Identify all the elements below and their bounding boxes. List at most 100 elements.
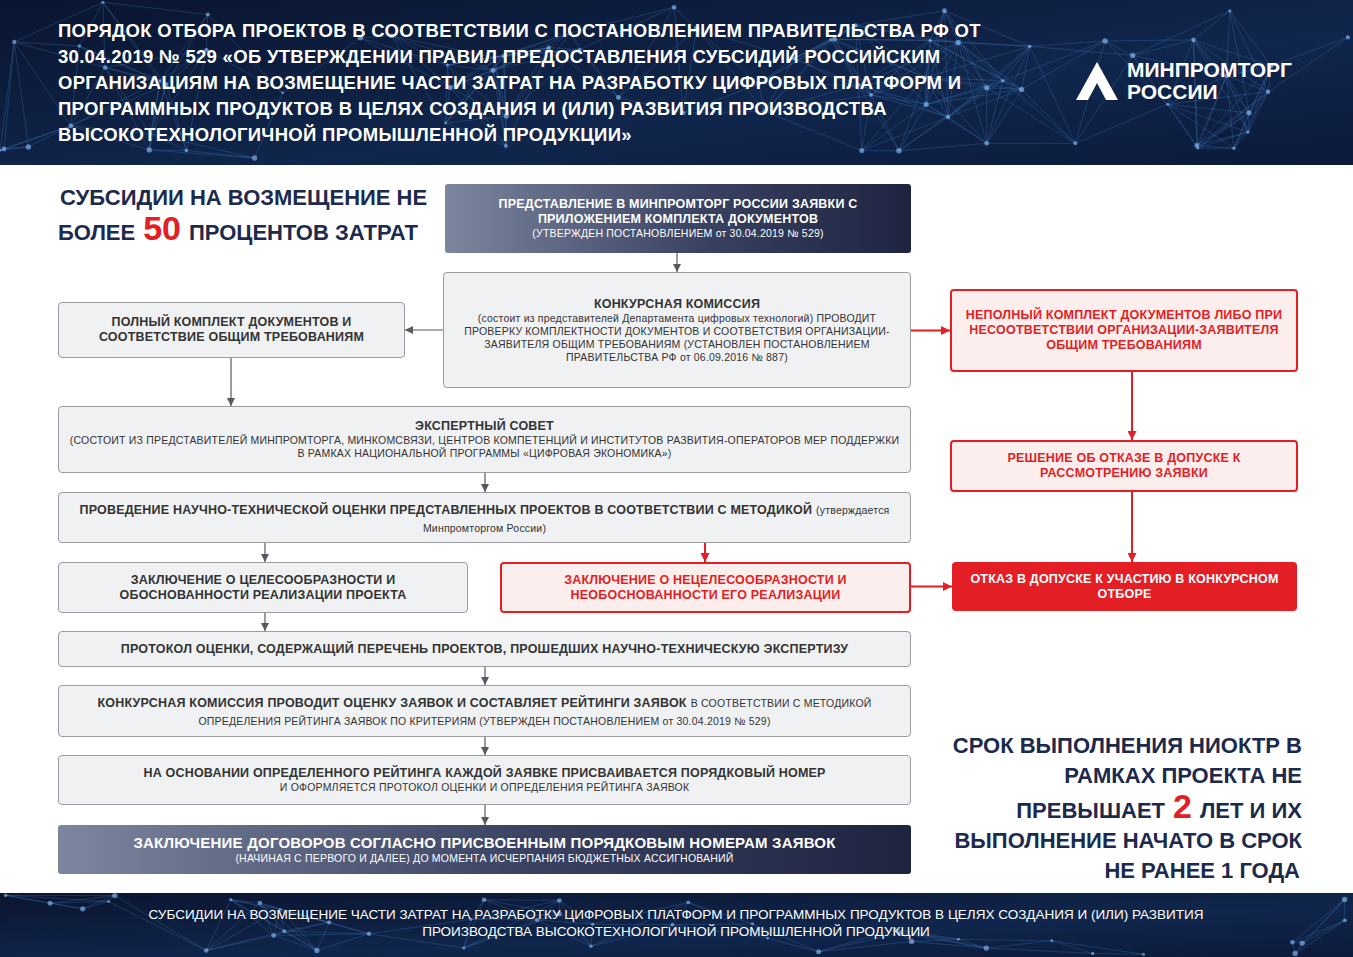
box-heading: ПРОВЕДЕНИЕ НАУЧНО-ТЕХНИЧЕСКОЙ ОЦЕНКИ ПРЕ… bbox=[79, 503, 812, 517]
network-line bbox=[149, 150, 254, 158]
network-dot bbox=[282, 929, 286, 933]
network-line bbox=[1193, 11, 1229, 40]
refusal-box: ОТКАЗ В ДОПУСКЕ К УЧАСТИЮ В КОНКУРСНОМ О… bbox=[952, 562, 1297, 611]
logo-symbol bbox=[1076, 62, 1118, 100]
network-dot bbox=[0, 149, 2, 152]
network-line bbox=[1133, 40, 1194, 56]
network-dot bbox=[859, 148, 864, 153]
commission-box: КОНКУРСНАЯ КОМИССИЯ(состоит из представи… bbox=[443, 272, 911, 388]
network-dot bbox=[314, 948, 319, 953]
header-band bbox=[0, 0, 1353, 165]
network-line bbox=[4, 42, 14, 149]
network-line bbox=[1003, 41, 1105, 81]
box-note: (СОСТОИТ ИЗ ПРЕДСТАВИТЕЛЕЙ МИНПРОМТОРГА,… bbox=[69, 434, 900, 460]
box-heading: КОНКУРСНАЯ КОМИССИЯ bbox=[454, 297, 900, 312]
network-line bbox=[103, 2, 208, 14]
network-line bbox=[1344, 900, 1345, 921]
network-dot bbox=[672, 5, 677, 10]
network-line bbox=[1198, 148, 1234, 149]
network-dot bbox=[1194, 143, 1199, 148]
network-dot bbox=[258, 901, 263, 906]
network-dot bbox=[112, 893, 117, 898]
network-line bbox=[83, 896, 115, 909]
footer-caption: СУБСИДИИ НА ВОЗМЕЩЕНИЕ ЧАСТИ ЗАТРАТ НА Р… bbox=[126, 906, 1226, 940]
network-dot bbox=[1290, 940, 1294, 944]
node-text-group: ЗАКЛЮЧЕНИЕ О ЦЕЛЕСООБРАЗНОСТИ И ОБОСНОВА… bbox=[69, 573, 457, 603]
page-title: ПОРЯДОК ОТБОРА ПРОЕКТОВ В СООТВЕТСТВИИ С… bbox=[58, 18, 1058, 148]
network-line bbox=[862, 117, 948, 150]
network-line bbox=[948, 117, 987, 143]
network-dot bbox=[1292, 951, 1297, 956]
box-heading: ЗАКЛЮЧЕНИЕ ДОГОВОРОВ СОГЛАСНО ПРИСВОЕННЫ… bbox=[68, 834, 901, 852]
numbering-box: НА ОСНОВАНИИ ОПРЕДЕЛЕННОГО РЕЙТИНГА КАЖД… bbox=[58, 755, 911, 805]
node-text-group: ЗАКЛЮЧЕНИЕ ДОГОВОРОВ СОГЛАСНО ПРИСВОЕННЫ… bbox=[68, 834, 901, 865]
node-text-group: КОНКУРСНАЯ КОМИССИЯ ПРОВОДИТ ОЦЕНКУ ЗАЯВ… bbox=[69, 693, 900, 729]
network-line bbox=[14, 42, 79, 46]
box-heading: НЕПОЛНЫЙ КОМПЛЕКТ ДОКУМЕНТОВ ЛИБО ПРИ НЕ… bbox=[962, 308, 1286, 353]
network-dot bbox=[1102, 38, 1108, 44]
network-line bbox=[899, 117, 948, 151]
network-dot bbox=[1028, 45, 1031, 48]
network-dot bbox=[557, 898, 562, 903]
node-text-group: ПОЛНЫЙ КОМПЛЕКТ ДОКУМЕНТОВ И СООТВЕТСТВИ… bbox=[69, 315, 394, 345]
network-line bbox=[1292, 900, 1344, 943]
network-dot bbox=[909, 939, 914, 944]
network-line bbox=[1075, 104, 1167, 143]
flow-arrow bbox=[405, 329, 443, 330]
network-dot bbox=[367, 932, 371, 936]
submission-box: ПРЕДСТАВЛЕНИЕ В МИНПРОМТОРГ РОССИИ ЗАЯВК… bbox=[445, 184, 911, 253]
protocol-box: ПРОТОКОЛ ОЦЕНКИ, СОДЕРЖАЩИЙ ПЕРЕЧЕНЬ ПРО… bbox=[58, 631, 911, 667]
network-dot bbox=[589, 945, 593, 949]
node-text-group: НЕПОЛНЫЙ КОМПЛЕКТ ДОКУМЕНТОВ ЛИБО ПРИ НЕ… bbox=[962, 308, 1286, 353]
network-dot bbox=[1343, 918, 1347, 922]
negative-conclusion-box: ЗАКЛЮЧЕНИЕ О НЕЦЕЛЕСООБРАЗНОСТИ И НЕОБОС… bbox=[500, 562, 911, 613]
network-line bbox=[1168, 104, 1249, 113]
network-dot bbox=[1130, 53, 1135, 58]
highlight-number: 50 bbox=[143, 209, 181, 247]
node-text-group: ЭКСПЕРТНЫЙ СОВЕТ(СОСТОИТ ИЗ ПРЕДСТАВИТЕЛ… bbox=[69, 419, 900, 460]
flow-arrow bbox=[911, 586, 952, 588]
network-line bbox=[986, 948, 1092, 953]
network-dot bbox=[26, 144, 31, 149]
network-dot bbox=[1232, 147, 1235, 150]
network-dot bbox=[206, 12, 210, 16]
network-line bbox=[284, 931, 369, 934]
network-line bbox=[948, 89, 1022, 117]
network-dot bbox=[1191, 38, 1196, 43]
node-text-group: НА ОСНОВАНИИ ОПРЕДЕЛЕННОГО РЕЙТИНГА КАЖД… bbox=[69, 766, 900, 794]
network-line bbox=[317, 934, 369, 951]
box-heading: РЕШЕНИЕ ОБ ОТКАЗЕ В ДОПУСКЕ К РАССМОТРЕН… bbox=[962, 451, 1286, 481]
flow-arrow bbox=[484, 805, 485, 825]
network-dot bbox=[942, 8, 947, 13]
network-dot bbox=[229, 898, 232, 901]
network-dot bbox=[2, 147, 7, 152]
network-dot bbox=[271, 933, 276, 938]
box-heading: ПРЕДСТАВЛЕНИЕ В МИНПРОМТОРГ РОССИИ ЗАЯВК… bbox=[455, 197, 901, 227]
network-dot bbox=[185, 149, 189, 153]
network-dot bbox=[686, 900, 690, 904]
flow-arrow bbox=[264, 543, 265, 562]
box-note: (УТВЕРЖДЕН ПОСТАНОВЛЕНИЕМ от 30.04.2019 … bbox=[455, 227, 901, 240]
network-line bbox=[987, 46, 1030, 143]
network-line bbox=[83, 901, 109, 908]
node-text-group: ОТКАЗ В ДОПУСКЕ К УЧАСТИЮ В КОНКУРСНОМ О… bbox=[962, 572, 1287, 602]
expert-box: ЭКСПЕРТНЫЙ СОВЕТ(СОСТОИТ ИЗ ПРЕДСТАВИТЕЛ… bbox=[58, 406, 911, 473]
network-line bbox=[958, 939, 1051, 941]
flow-arrow bbox=[704, 543, 706, 562]
network-line bbox=[930, 40, 1030, 46]
note-text: ПРОЦЕНТОВ ЗАТРАТ bbox=[189, 220, 418, 245]
complete-box: ПОЛНЫЙ КОМПЛЕКТ ДОКУМЕНТОВ И СООТВЕТСТВИ… bbox=[58, 302, 405, 358]
network-dot bbox=[946, 115, 950, 119]
flow-arrow bbox=[484, 473, 485, 492]
box-heading: ЗАКЛЮЧЕНИЕ О ЦЕЛЕСООБРАЗНОСТИ И ОБОСНОВА… bbox=[69, 573, 457, 603]
network-line bbox=[1075, 55, 1132, 143]
box-heading: ПРОТОКОЛ ОЦЕНКИ, СОДЕРЖАЩИЙ ПЕРЕЧЕНЬ ПРО… bbox=[69, 642, 900, 657]
network-line bbox=[1030, 46, 1075, 143]
node-text-group: РЕШЕНИЕ ОБ ОТКАЗЕ В ДОПУСКЕ К РАССМОТРЕН… bbox=[962, 451, 1286, 481]
box-heading: ЗАКЛЮЧЕНИЕ О НЕЦЕЛЕСООБРАЗНОСТИ И НЕОБОС… bbox=[512, 573, 899, 603]
network-dot bbox=[1346, 35, 1350, 39]
flow-arrow bbox=[230, 358, 231, 406]
flow-arrow bbox=[484, 737, 485, 755]
network-dot bbox=[1246, 130, 1249, 133]
